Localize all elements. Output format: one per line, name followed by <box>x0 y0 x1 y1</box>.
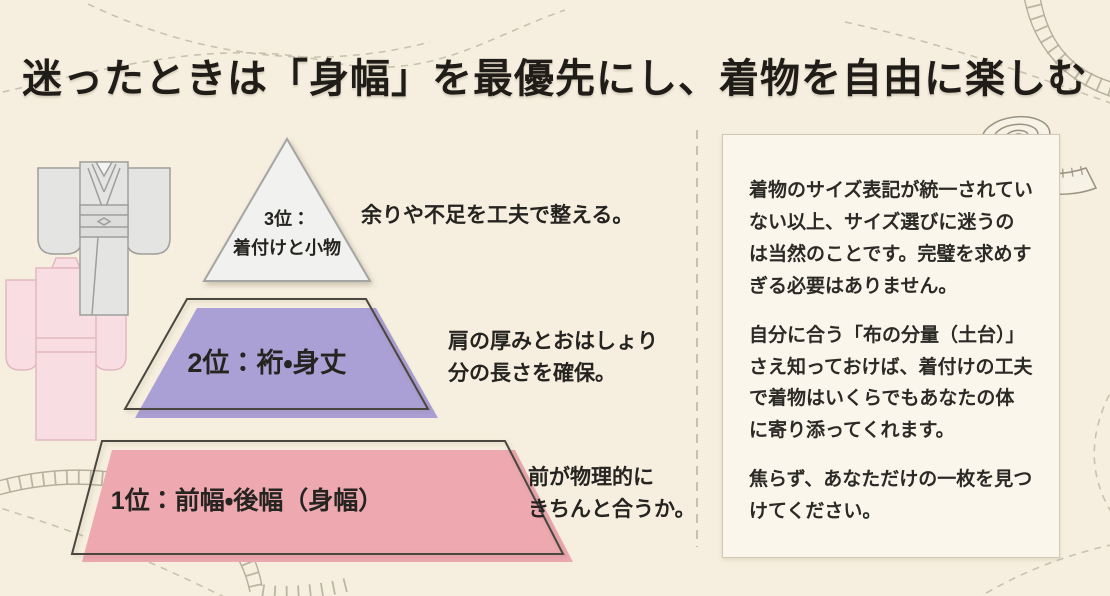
pyramid-level-3-label: 3位： 着付けと小物 <box>203 205 371 263</box>
note-paragraph-1: 着物のサイズ表記が統一されていない以上、サイズ選びに迷うのは当然のことです。完璧… <box>749 180 1033 297</box>
advice-note-panel: 着物のサイズ表記が統一されていない以上、サイズ選びに迷うのは当然のことです。完璧… <box>722 134 1060 558</box>
pyramid-level-2-shape <box>123 298 438 418</box>
note-paragraph-3: 焦らず、あなただけの一枚を見つけてください。 <box>749 469 1033 523</box>
annotation-line: 肩の厚みとおはしょり <box>448 330 658 353</box>
annotation-line: 前が物理的に <box>528 466 654 489</box>
level-3-text: 着付けと小物 <box>233 237 341 258</box>
pyramid-level-1-label: 1位：前幅・後幅（身幅） <box>110 487 384 515</box>
pyramid-level-1-shape <box>70 440 573 562</box>
page-title: 迷ったときは「身幅」を最優先にし、着物を自由に楽しむ <box>22 56 1088 101</box>
pyramid-level-3-shape <box>202 137 372 282</box>
level-1-annotation: 前が物理的に きちんと合うか。 <box>528 462 696 526</box>
note-paragraph-2: 自分に合う「布の分量（土台）」さえ知っておけば、着付けの工夫で着物はいくらでもあ… <box>749 324 1033 442</box>
annotation-line: 分の長さを確保。 <box>448 361 616 385</box>
kimono-illustration-gray <box>37 161 171 316</box>
level-3-annotation: 余りや不足を工夫で整える。 <box>361 200 633 232</box>
annotation-line: きちんと合うか。 <box>528 497 696 521</box>
annotation-line: 余りや不足を工夫で整える。 <box>361 204 634 227</box>
level-2-annotation: 肩の厚みとおはしょり 分の長さを確保。 <box>448 326 658 390</box>
pyramid-level-2-label: 2位：裄・身丈 <box>187 348 347 378</box>
level-3-rank: 3位： <box>263 209 310 229</box>
